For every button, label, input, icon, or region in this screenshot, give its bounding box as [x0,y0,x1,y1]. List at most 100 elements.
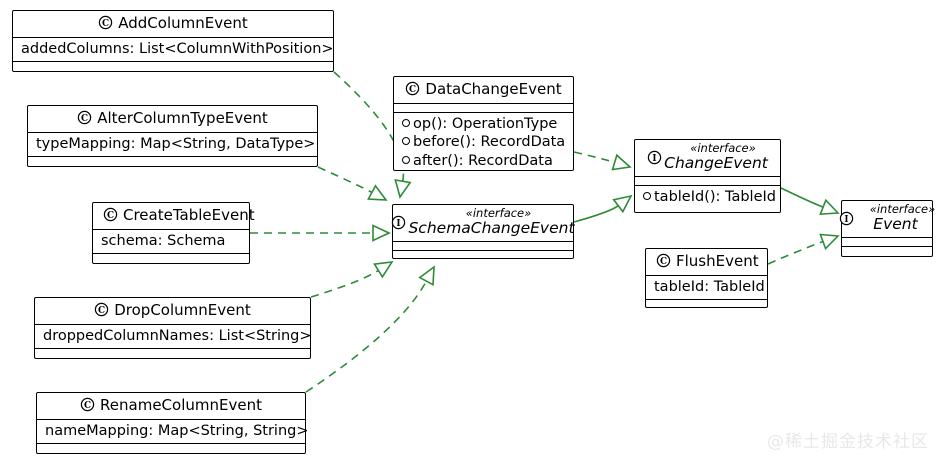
node-title: C RenameColumnEvent [37,393,305,419]
svg-text:C: C [84,401,91,411]
uml-node-addcolumnevent[interactable]: C AddColumnEvent addedColumns: List<Column… [12,10,334,72]
fields-row: tableId: TableId [654,278,765,297]
methods-compartment [37,443,305,452]
fields-text: addedColumns: List<ColumnWithPosition> [21,40,334,57]
visibility-public-icon [402,137,410,146]
fields-compartment [842,237,932,246]
svg-text:C: C [81,114,88,124]
node-name: FlushEvent [676,252,759,271]
svg-text:C: C [98,306,105,316]
visibility-public-icon [643,192,651,201]
edge-altercolumntypeevent-to-schemachangeevent [317,166,373,194]
fields-row: droppedColumnNames: List<String> [43,327,312,346]
uml-node-flushevent[interactable]: C FlushEvent tableId: TableId [645,248,768,308]
node-name: SchemaChangeEvent [408,219,575,238]
node-name: AddColumnEvent [118,14,248,33]
methods-text: before(): RecordData [413,134,566,151]
node-name: DataChangeEvent [425,80,562,99]
node-name: AlterColumnTypeEvent [97,109,268,128]
node-name: RenameColumnEvent [100,396,262,415]
fields-text: typeMapping: Map<String, DataType> [36,135,316,152]
edge-datachangeevent-to-changeevent [573,151,615,164]
uml-node-dropcolumnevent[interactable]: C DropColumnEvent droppedColumnNames: List… [34,297,312,359]
node-stereotype: «interface» [869,202,936,216]
edge-renamecolumnevent-to-schemachangeevent [305,280,428,393]
node-title: I «interface»Event [839,201,935,237]
methods-row: after(): RecordData [402,152,565,171]
uml-node-changeevent[interactable]: I «interface»ChangeEvent tableId(): TableI… [634,139,781,213]
fields-row: addedColumns: List<ColumnWithPosition> [21,40,334,59]
fields-text: schema: Schema [101,232,226,249]
edge-changeevent-to-event [780,187,824,208]
class-badge-icon: C [99,15,113,30]
node-name: CreateTableEvent [123,206,255,225]
node-title: C DataChangeEvent [394,77,573,103]
node-title: I «interface»SchemaChangeEvent [392,205,575,241]
hollow-triangle-arrowhead-icon [372,224,391,242]
fields-compartment: droppedColumnNames: List<String> [35,323,312,349]
svg-text:I: I [397,219,401,229]
fields-compartment: schema: Schema [93,228,249,254]
node-title: C DropColumnEvent [35,298,310,324]
uml-node-renamecolumnevent[interactable]: C RenameColumnEvent nameMapping: Map<Strin… [36,392,309,454]
svg-text:C: C [107,211,114,221]
fields-row: typeMapping: Map<String, DataType> [36,135,315,154]
node-stereotype: «interface» [690,141,756,155]
hollow-triangle-arrowhead-icon [418,265,435,286]
fields-compartment [393,241,573,250]
uml-node-schemachangeevent[interactable]: I «interface»SchemaChangeEvent [392,204,575,259]
uml-node-createtableevent[interactable]: C CreateTableEvent schema: Schema [92,202,255,264]
edge-flushevent-to-event [767,240,824,265]
node-title: C FlushEvent [646,249,767,275]
node-name: DropColumnEvent [114,301,251,320]
svg-text:I: I [653,154,657,164]
methods-compartment [842,246,932,255]
fields-compartment: addedColumns: List<ColumnWithPosition> [13,36,334,62]
fields-text: nameMapping: Map<String, String> [45,422,309,439]
svg-text:C: C [102,19,109,29]
hollow-triangle-arrowhead-icon [394,178,412,199]
methods-row: before(): RecordData [402,133,565,152]
fields-compartment: typeMapping: Map<String, DataType> [28,131,317,157]
visibility-public-icon [402,155,410,164]
class-badge-icon: C [78,110,92,125]
hollow-triangle-arrowhead-icon [367,184,388,201]
node-title: C AddColumnEvent [13,11,333,37]
watermark: @稀土掘金技术社区 [767,432,929,452]
methods-compartment [646,299,767,308]
node-name: ChangeEvent [664,154,768,173]
methods-row: tableId(): TableId [643,188,776,207]
methods-compartment [28,156,317,165]
svg-text:C: C [660,257,667,267]
hollow-triangle-arrowhead-icon [819,233,840,251]
uml-node-altercolumntypeevent[interactable]: C AlterColumnTypeEvent typeMapping: Map<St… [27,105,318,167]
interface-badge-icon: I [392,216,406,230]
fields-row: nameMapping: Map<String, String> [45,422,309,441]
hollow-triangle-arrowhead-icon [611,153,632,171]
edge-schemachangeevent-to-changeevent [573,205,619,223]
methods-compartment [35,348,310,357]
methods-compartment [93,253,249,262]
svg-text:C: C [409,85,416,95]
methods-compartment [13,61,333,70]
node-name: Event [873,215,918,234]
methods-compartment: tableId(): TableId [635,185,780,210]
class-badge-icon: C [95,302,109,317]
hollow-triangle-arrowhead-icon [612,194,633,214]
uml-node-event[interactable]: I «interface»Event [839,200,935,257]
node-stereotype: «interface» [465,206,532,220]
fields-compartment: tableId: TableId [646,274,767,300]
svg-text:I: I [844,215,848,225]
interface-badge-icon: I [839,212,853,226]
node-title: C AlterColumnTypeEvent [28,106,317,132]
node-title: C CreateTableEvent [93,203,255,229]
class-badge-icon: C [656,253,671,268]
fields-text: tableId: TableId [654,278,765,295]
node-title: I «interface»ChangeEvent [635,140,780,176]
fields-compartment [635,176,780,185]
fields-compartment [394,102,573,112]
class-badge-icon: C [80,397,95,412]
